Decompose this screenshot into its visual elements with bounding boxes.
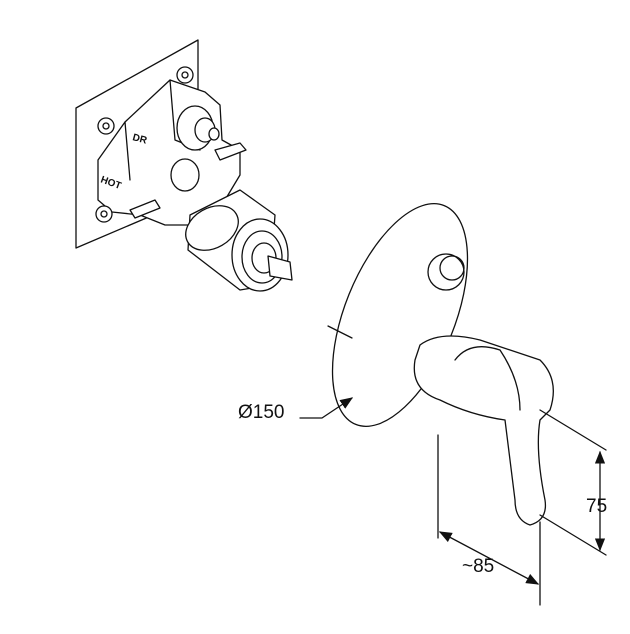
- dimension-depth: [437, 434, 541, 606]
- dimension-height: [539, 409, 607, 556]
- cover-plate: [327, 203, 469, 427]
- valve-body: [95, 66, 247, 226]
- depth-label: ~85: [462, 556, 494, 577]
- lever-handle: [413, 335, 554, 526]
- dr-label: DR: [131, 132, 149, 147]
- cartridge: [185, 189, 293, 292]
- diverter-button: [427, 253, 465, 291]
- diameter-label: Ø150: [238, 402, 284, 423]
- dimension-diameter: [299, 397, 354, 419]
- height-label: 75: [586, 496, 607, 517]
- spindle: [267, 255, 293, 281]
